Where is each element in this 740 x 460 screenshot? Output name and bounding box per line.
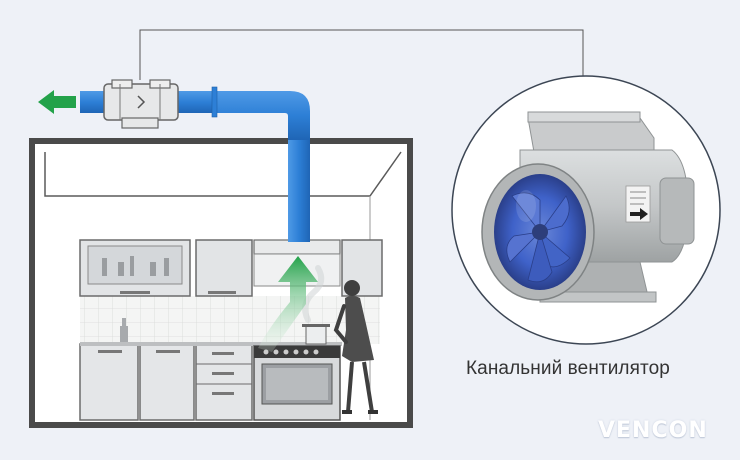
fan-detail-circle	[451, 75, 721, 345]
lower-cabinets	[79, 342, 342, 421]
duct-fan-unit	[481, 111, 695, 303]
cooking-steam	[302, 265, 325, 323]
airflow-direction-arrow-icon	[630, 208, 648, 220]
airflow-arrow-icon	[258, 256, 318, 352]
brand-logo: VENCON	[598, 418, 708, 443]
stove	[253, 324, 341, 421]
fan-caption: Канальний вентилятор	[466, 358, 670, 379]
callout-connector-line	[139, 29, 584, 84]
person-cooking	[333, 280, 378, 414]
kitchen-room	[29, 138, 413, 428]
exhaust-arrow-icon	[38, 90, 76, 114]
inline-duct-fan-small	[103, 79, 179, 129]
impeller	[506, 192, 571, 283]
